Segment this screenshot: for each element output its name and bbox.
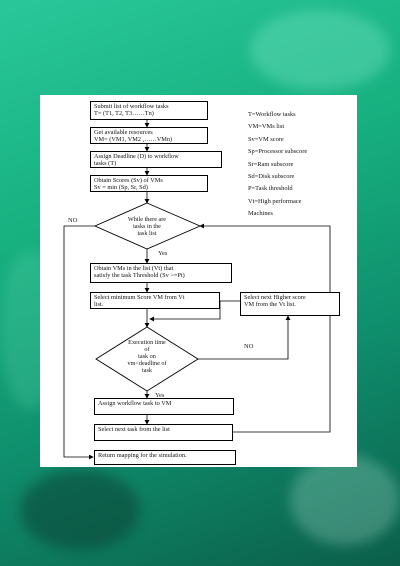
background-shadow	[20, 470, 140, 550]
return-mapping-box: Return mapping for the simulation.	[94, 450, 236, 465]
select-min-score-box: Select minimum Score VM from Vt list.	[90, 292, 220, 309]
decision-tasks-text: While there are tasks in the task list	[127, 216, 167, 237]
background-glow	[290, 455, 400, 545]
assign-deadline-box: Assign Deadline (D) to workflow tasks (T…	[90, 151, 222, 168]
get-resources-box: Get available resources VM= (VM1, VM2 ,……	[90, 127, 208, 144]
legend-item: Sd=Disk subscore	[248, 173, 295, 181]
assign-task-box: Assign workflow task to VM	[94, 398, 234, 415]
decision-exec-text: Execution time of task on vm<deadline of…	[127, 339, 167, 374]
submit-tasks-box: Submit list of workflow tasks T= (T1, T2…	[90, 101, 208, 120]
yes-label: Yes	[155, 392, 165, 399]
legend-item: Sv=VM score	[248, 135, 284, 143]
decision-diamond	[93, 202, 202, 250]
legend: T=Workflow tasks VM=VMs list Sv=VM score…	[248, 109, 307, 221]
legend-item: Machines	[248, 210, 273, 218]
obtain-vms-box: Obtain VMs in the list (Vt) that satisfy…	[90, 263, 232, 283]
no-label: NO	[244, 343, 254, 350]
legend-item: Sp=Processor subscore	[248, 148, 308, 156]
legend-item: VM=VMs list	[248, 123, 285, 131]
legend-item: Sr=Ram subscore	[248, 160, 294, 168]
decision-diamond	[95, 326, 199, 392]
flowchart-panel: Submit list of workflow tasks T= (T1, T2…	[40, 95, 357, 467]
obtain-scores-box: Obtain Scores (Sv) of VMs Sv = min (Sp, …	[90, 175, 208, 192]
connector-lines	[63, 120, 331, 460]
legend-item: T=Workflow tasks	[248, 111, 296, 118]
no-label: NO	[68, 217, 78, 224]
yes-label: Yes	[158, 250, 168, 257]
legend-item: Vt=High performace	[248, 197, 302, 205]
background-glow	[250, 10, 390, 90]
select-next-higher-box: Select next Higher score VM from the Vt …	[240, 292, 340, 316]
legend-item: P=Task threshold	[248, 185, 293, 193]
select-next-task-box: Select next task from the list	[94, 424, 233, 441]
